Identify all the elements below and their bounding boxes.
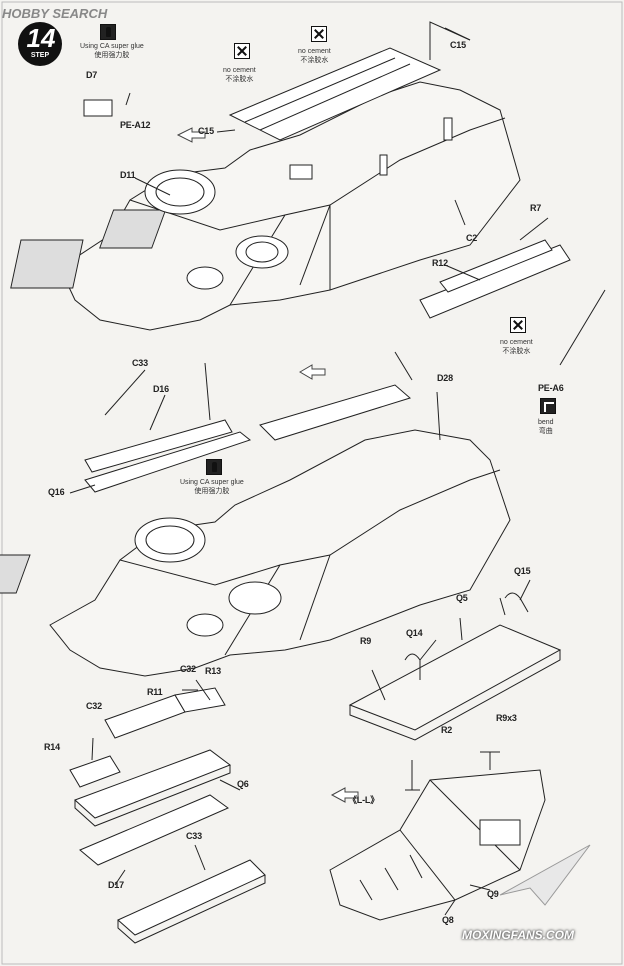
- part-label: 《L-L》: [348, 795, 379, 805]
- part-label: C2: [466, 233, 478, 243]
- note-cn: 不涂胶水: [225, 76, 254, 83]
- part-label: D28: [437, 373, 453, 383]
- part-label: R7: [530, 203, 542, 213]
- note-en: no cement: [298, 48, 331, 55]
- lower-left-drawing: [69, 679, 266, 944]
- part-label: C33: [132, 358, 148, 368]
- part-label: R9: [360, 636, 372, 646]
- part-label: C32: [180, 664, 196, 674]
- part-label: Q14: [406, 628, 423, 638]
- no-cement-icon: [510, 317, 526, 333]
- part-label: R9x3: [496, 713, 517, 723]
- glue-icon: [206, 459, 222, 475]
- part-label: D16: [153, 384, 169, 394]
- no-cement-icon: [234, 43, 250, 59]
- part-label: D7: [86, 70, 98, 80]
- part-label: D11: [120, 170, 136, 180]
- part-label: D17: [108, 880, 124, 890]
- part-label: Q5: [456, 593, 468, 603]
- note-cn: 弯曲: [538, 428, 553, 435]
- no-cement-icon: [311, 26, 327, 42]
- part-label: PE-A6: [538, 383, 564, 393]
- part-label: R12: [432, 258, 448, 268]
- step-badge: 14 STEP: [18, 22, 64, 68]
- bend-note: bend 弯曲: [538, 418, 554, 436]
- ca-glue-note: Using CA super glue 使用强力胶: [80, 42, 144, 60]
- note-cn: 不涂胶水: [300, 57, 329, 64]
- part-label: C33: [186, 831, 202, 841]
- part-label: C32: [86, 701, 102, 711]
- ca-glue-note: Using CA super glue 使用强力胶: [180, 478, 244, 496]
- part-label: Q15: [514, 566, 531, 576]
- note-en: Using CA super glue: [180, 479, 244, 486]
- direction-arrows: [176, 127, 359, 803]
- part-label: Q16: [48, 487, 65, 497]
- part-label: Q9: [487, 889, 499, 899]
- step-circle: [18, 22, 62, 66]
- note-cn: 使用强力胶: [94, 52, 130, 59]
- glue-icon: [100, 24, 116, 40]
- note-cn: 不涂胶水: [502, 348, 531, 355]
- part-label: R11: [147, 687, 163, 697]
- hobbysearch-watermark: HOBBY SEARCH: [2, 6, 108, 21]
- note-en: no cement: [223, 67, 256, 74]
- part-label: C15: [198, 126, 214, 136]
- part-label: Q8: [442, 915, 454, 925]
- bend-icon: [540, 398, 556, 414]
- note-en: Using CA super glue: [80, 43, 144, 50]
- part-label: R2: [441, 725, 453, 735]
- step-word: STEP: [30, 52, 50, 59]
- no-cement-note: no cement 不涂胶水: [298, 47, 331, 65]
- no-cement-note: no cement 不涂胶水: [223, 66, 256, 84]
- upper-hull-drawing: [10, 21, 606, 366]
- lower-right-drawing: [348, 579, 562, 741]
- note-en: no cement: [500, 339, 533, 346]
- part-label: PE-A12: [120, 120, 151, 130]
- lower-hull-side-drawing: [329, 751, 546, 921]
- step-number: 14: [26, 23, 56, 53]
- note-en: bend: [538, 419, 554, 426]
- part-label: R14: [44, 742, 60, 752]
- part-label: Q6: [237, 779, 249, 789]
- part-label: R13: [205, 666, 221, 676]
- part-label: C15: [450, 40, 466, 50]
- no-cement-note: no cement 不涂胶水: [500, 338, 533, 356]
- moxingfans-logo: [499, 844, 591, 906]
- middle-hull-drawing: [0, 351, 511, 677]
- note-cn: 使用强力胶: [194, 488, 230, 495]
- moxingfans-watermark: MOXINGFANS.COM: [462, 928, 575, 942]
